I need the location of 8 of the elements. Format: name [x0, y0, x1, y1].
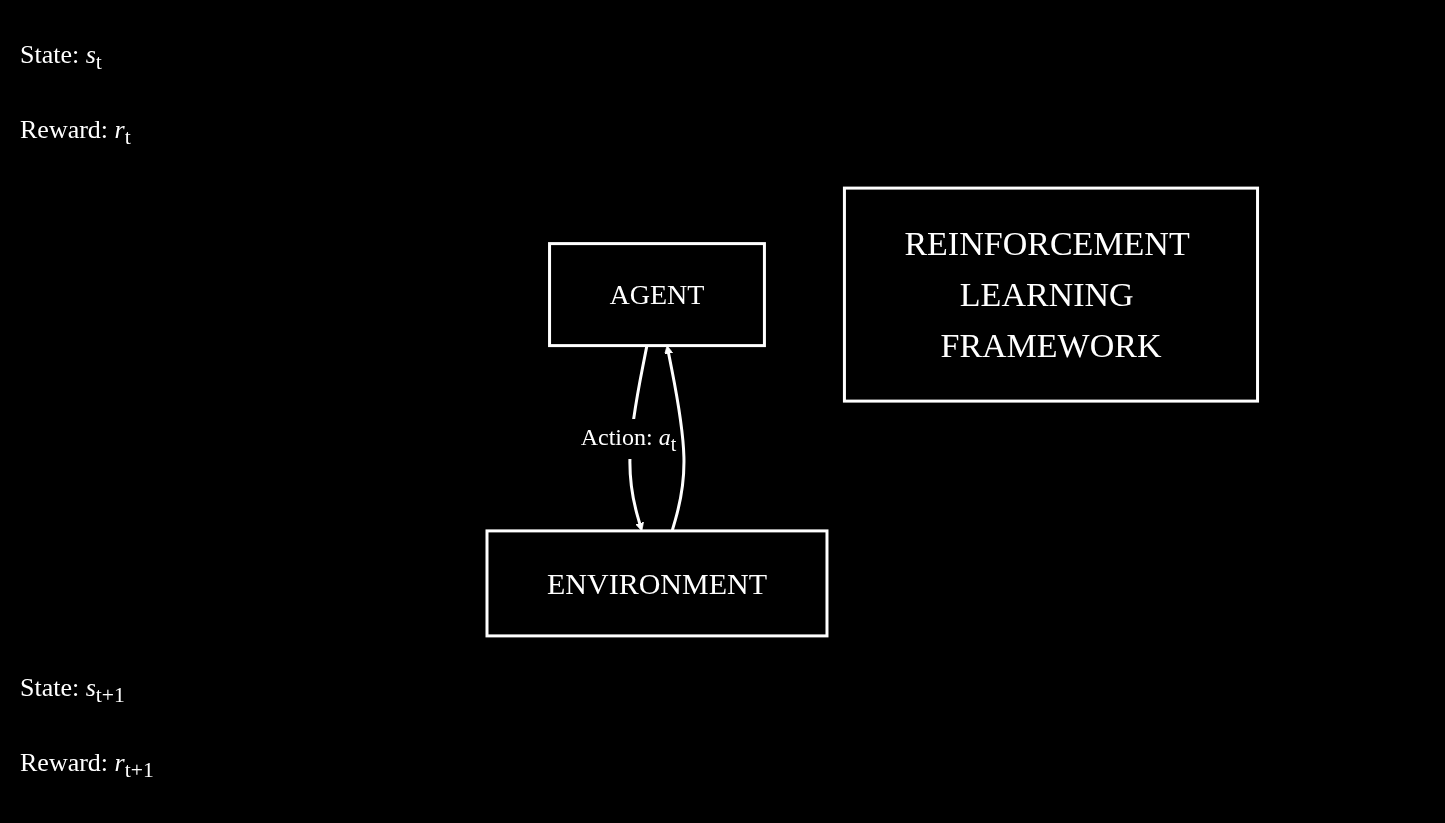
node-box: REINFORCEMENT LEARNING FRAMEWORK	[843, 186, 1260, 403]
signal-label: State: s$_{t}$	[20, 40, 103, 76]
edge-label: Action: a$_{t}$	[580, 423, 677, 455]
signal-label: Reward: r$_{t}$	[20, 115, 132, 151]
node-box: ENVIRONMENT	[485, 528, 829, 637]
signal-label: State: s$_{t+1}$	[20, 672, 126, 708]
signal-label: Reward: r$_{t+1}$	[20, 747, 155, 783]
node-box: AGENT	[548, 241, 767, 347]
